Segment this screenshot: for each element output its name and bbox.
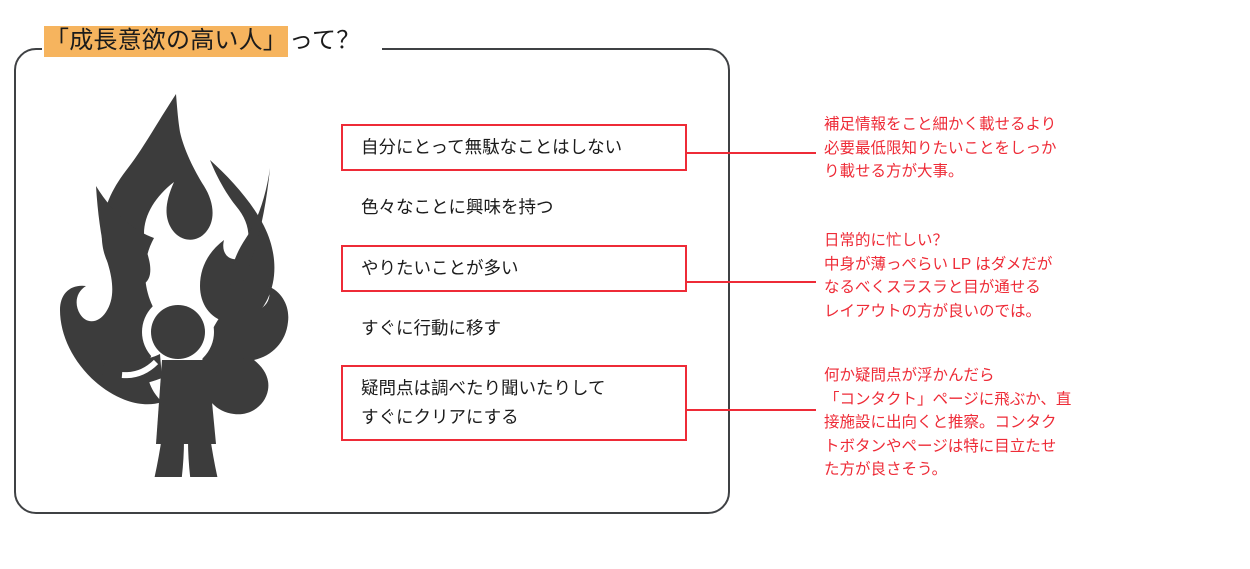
annotation-3-line-4: トボタンやページは特に目立たせ — [824, 437, 1057, 455]
trait-item-2-line-1: 色々なことに興味を持つ — [361, 197, 554, 218]
connector-line-1 — [685, 152, 816, 155]
annotation-2-line-3: なるべくスラスラと目が通せる — [824, 279, 1041, 297]
connector-line-2 — [685, 281, 816, 284]
trait-item-3-line-1: やりたいことが多い — [361, 257, 519, 278]
trait-item-1: 自分にとって無駄なことはしない — [341, 124, 687, 172]
trait-list: 自分にとって無駄なことはしない 色々なことに興味を持つ やりたいことが多い すぐ… — [341, 124, 687, 442]
annotation-2-line-4: レイアウトの方が良いのでは。 — [824, 302, 1042, 320]
connector-line-3 — [685, 409, 816, 412]
annotation-2-line-1: 日常的に忙しい？ — [824, 232, 949, 249]
content-frame: 「成長意欲の高い人」 って？ — [14, 26, 730, 514]
annotation-3-line-5: た方が良さそう。 — [824, 461, 948, 479]
annotation-1-line-2: 必要最低限知りたいことをしっか — [824, 139, 1057, 157]
annotation-3-line-3: 接施設に出向くと推察。コンタク — [824, 414, 1057, 432]
frame-title-tail: って？ — [289, 27, 361, 54]
annotation-2-line-2: 中身が薄っぺらい LP はダメだが — [824, 255, 1053, 273]
spacer — [341, 171, 687, 184]
trait-item-3: やりたいことが多い — [341, 244, 687, 293]
trait-item-5: 疑問点は調べたり聞いたりして すぐにクリアにする — [341, 365, 687, 442]
trait-item-5-line-2: すぐにクリアにする — [361, 406, 519, 427]
trait-item-5-line-1: 疑問点は調べたり聞いたりして — [361, 378, 606, 399]
spacer — [341, 292, 687, 305]
annotation-1-line-1: 補足情報をこと細かく載せるより — [824, 116, 1057, 133]
annotation-3-line-2: 「コンタクト」ページに飛ぶか、直 — [824, 390, 1072, 408]
frame-title-highlight: 「成長意欲の高い人」 — [44, 26, 288, 58]
trait-item-4-line-1: すぐに行動に移す — [361, 318, 501, 339]
spacer — [341, 232, 687, 245]
trait-item-2: 色々なことに興味を持つ — [341, 184, 687, 231]
annotation-2: 日常的に忙しい？ 中身が薄っぺらい LP はダメだが なるべくスラスラと目が通せ… — [824, 229, 1052, 323]
annotation-1-line-3: り載せる方が大事。 — [824, 163, 964, 181]
annotation-1: 補足情報をこと細かく載せるより 必要最低限知りたいことをしっか り載せる方が大事… — [824, 113, 1057, 184]
frame-title: 「成長意欲の高い人」 って？ — [44, 26, 360, 58]
trait-item-4: すぐに行動に移す — [341, 305, 687, 352]
spacer — [341, 352, 687, 365]
flame-person-icon — [58, 92, 308, 477]
trait-item-1-line-1: 自分にとって無駄なことはしない — [361, 137, 623, 157]
annotation-3-line-1: 何か疑問点が浮かんだら — [824, 367, 995, 384]
annotation-3: 何か疑問点が浮かんだら 「コンタクト」ページに飛ぶか、直 接施設に出向くと推察。… — [824, 364, 1071, 482]
